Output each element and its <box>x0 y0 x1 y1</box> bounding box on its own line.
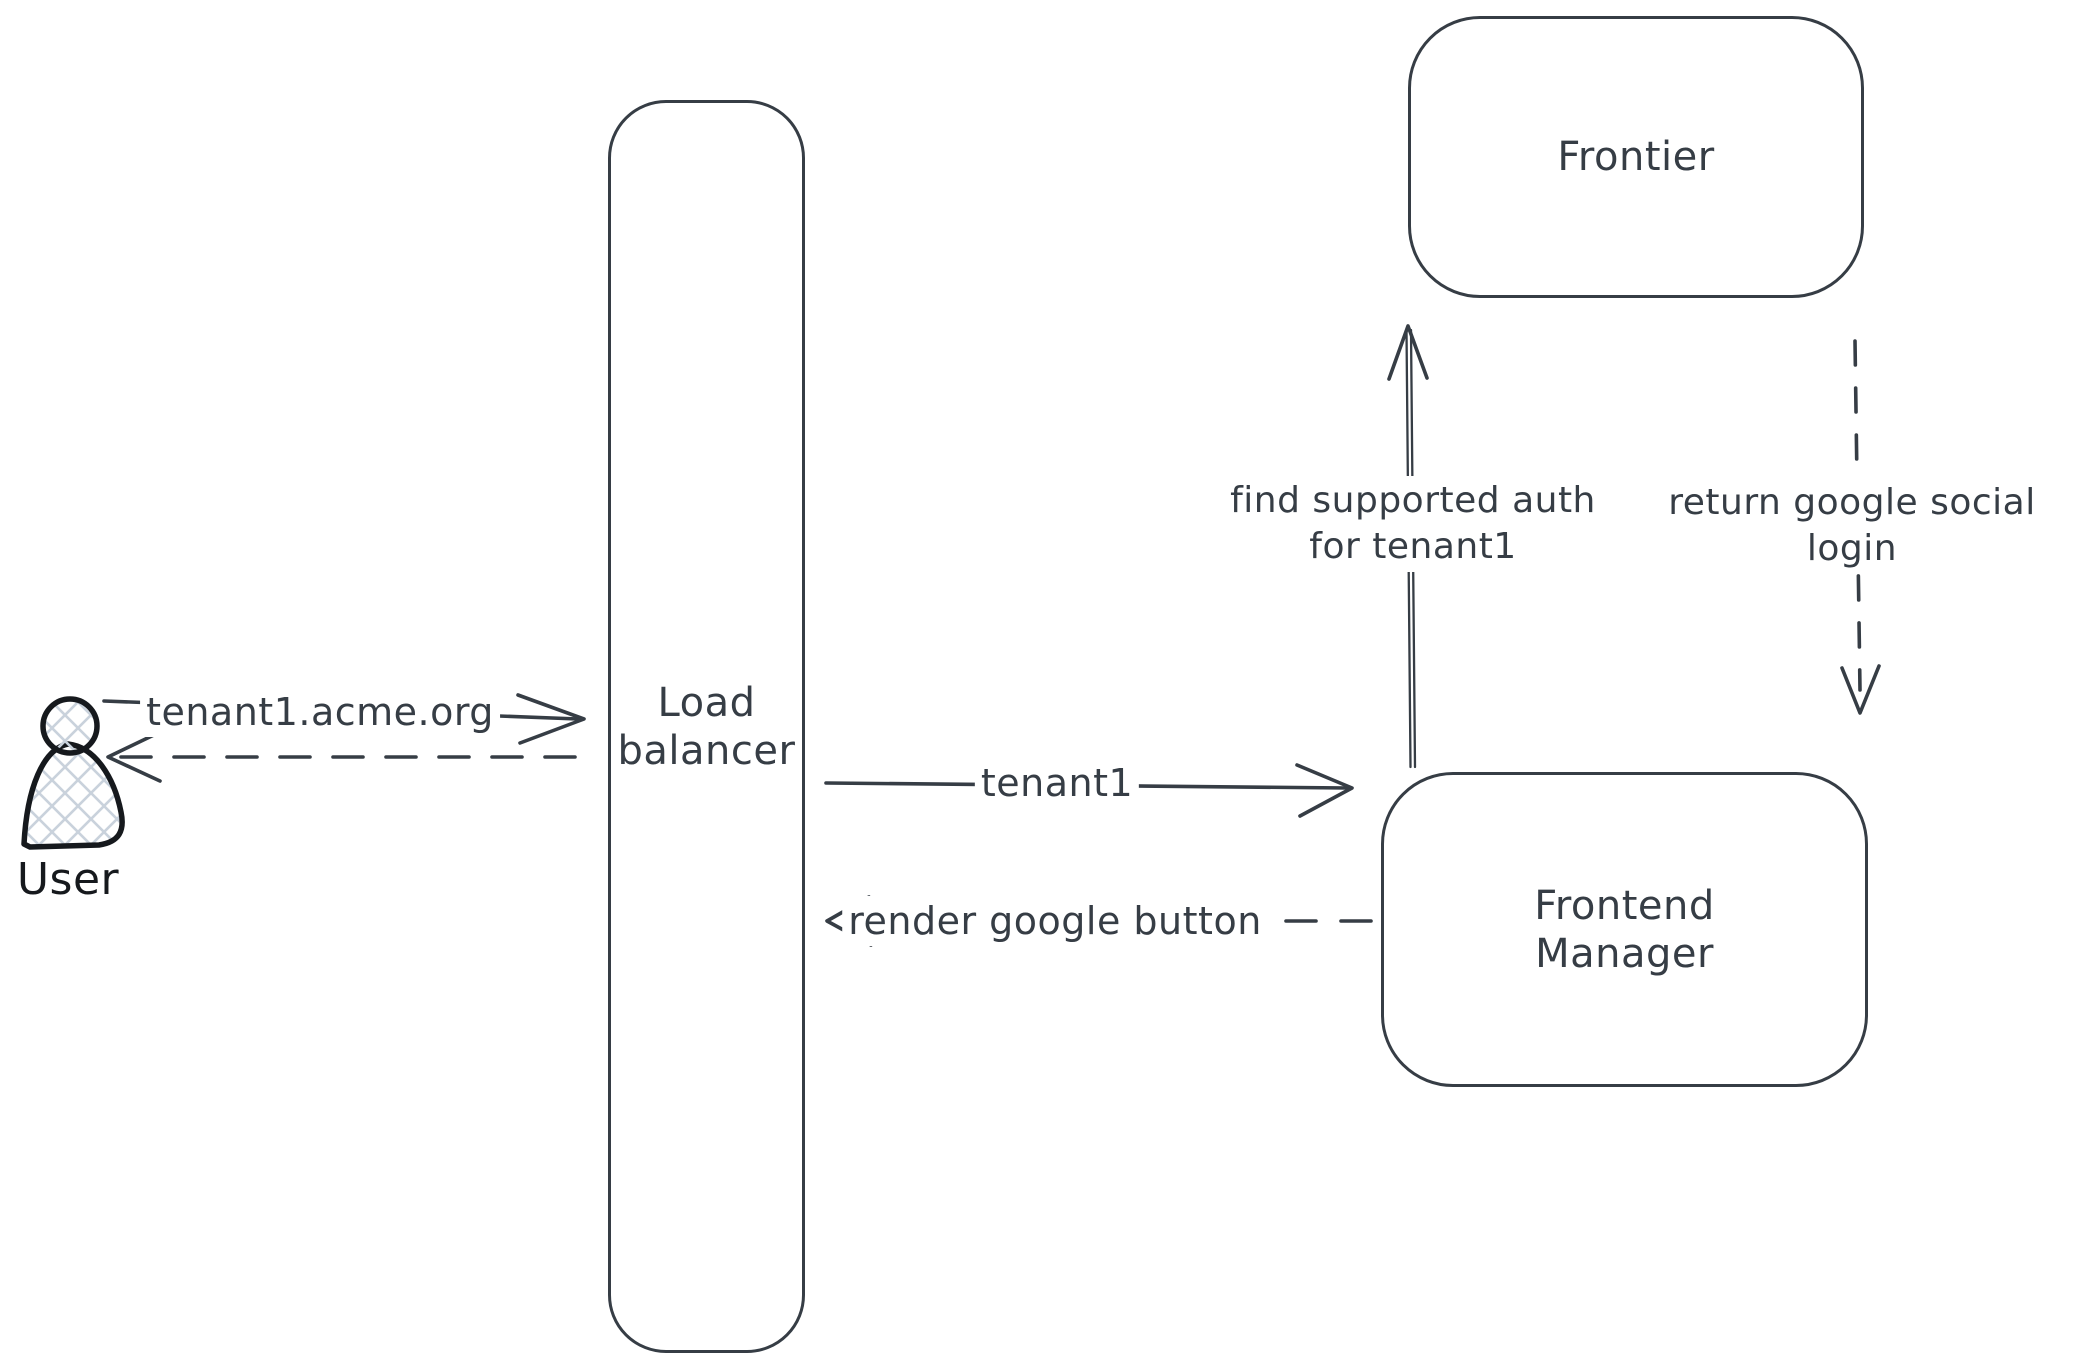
load-balancer-label: Load balancer <box>618 679 796 775</box>
edge-label-return-google-social-login: return google social login <box>1662 478 2042 574</box>
user-label: User <box>16 854 120 905</box>
edge-label-tenant1-acme-org: tenant1.acme.org <box>140 687 500 737</box>
frontend-manager-node: Frontend Manager <box>1381 772 1868 1087</box>
edge-label-tenant1: tenant1 <box>974 758 1140 808</box>
edge-label-find-supported-auth-line2: for tenant1 <box>1309 526 1517 567</box>
frontier-label: Frontier <box>1557 134 1715 180</box>
user-figure <box>21 696 125 850</box>
arrowhead-right-icon <box>516 693 586 745</box>
edge-label-find-supported-auth-line1: find supported auth <box>1230 480 1596 521</box>
edge-label-return-google-social-line1: return google social <box>1668 482 2036 523</box>
load-balancer-label-line1: Load <box>657 679 756 726</box>
edge-label-render-google-button: render google button <box>842 896 1268 946</box>
frontend-manager-label: Frontend Manager <box>1534 882 1715 978</box>
edge-label-find-supported-auth: find supported auth for tenant1 <box>1224 476 1602 572</box>
load-balancer-node: Load balancer <box>608 100 805 1353</box>
arrow-frontier-to-frontend-manager <box>1840 339 1881 715</box>
arrowhead-left-icon <box>106 731 162 783</box>
frontend-manager-label-line1: Frontend <box>1534 882 1715 929</box>
arrowhead-down-icon <box>1840 664 1881 715</box>
user-head <box>40 696 100 756</box>
frontend-manager-label-line2: Manager <box>1535 930 1714 977</box>
arrowhead-up-icon <box>1387 324 1429 381</box>
frontier-node: Frontier <box>1408 16 1864 298</box>
edge-label-return-google-social-line2: login <box>1806 528 1898 569</box>
arrow-load-balancer-to-user <box>106 731 577 783</box>
user-body <box>21 741 125 850</box>
load-balancer-label-line2: balancer <box>617 727 796 774</box>
arrowhead-right-icon <box>1295 763 1354 818</box>
